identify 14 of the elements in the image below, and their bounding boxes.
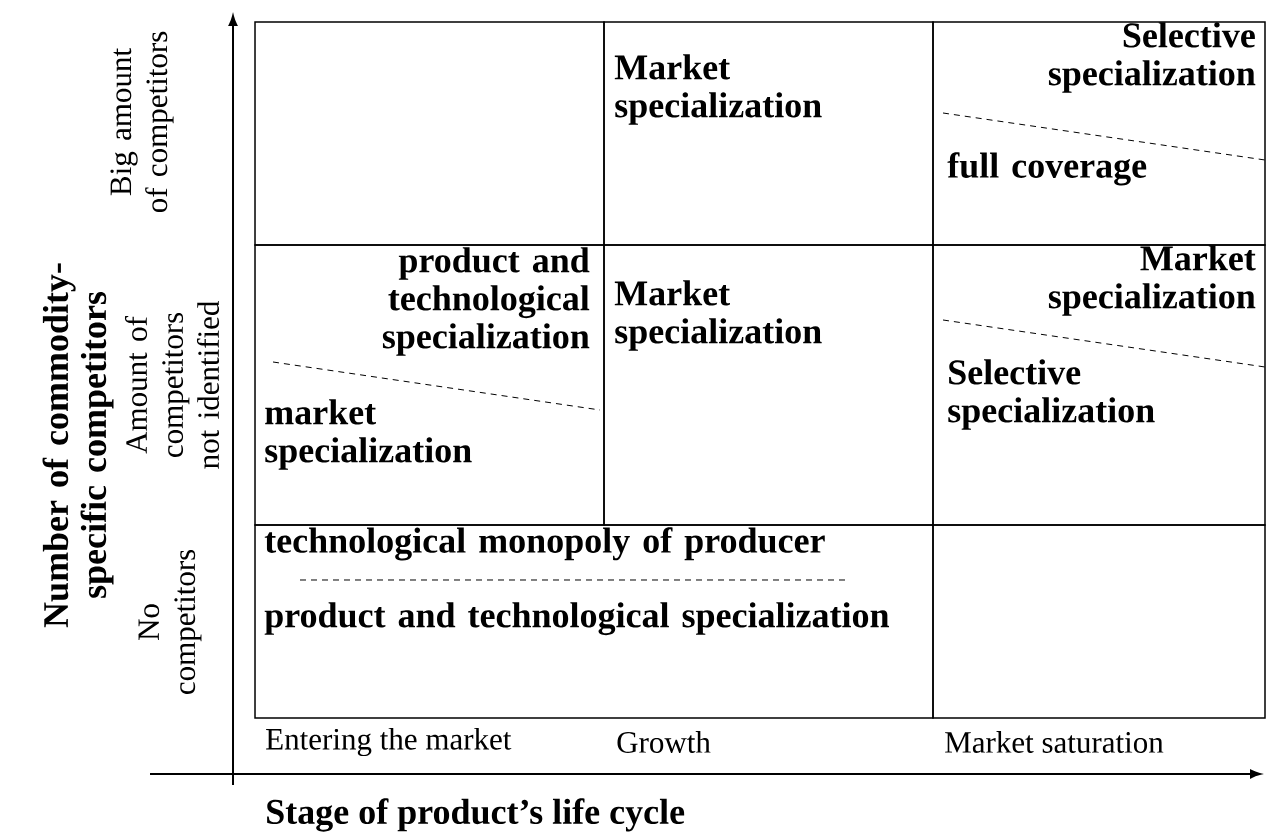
axis-category-label: Big amount of competitors	[110, 31, 174, 213]
axis-category-label: No competitors	[138, 549, 202, 694]
grid-cell: Market specialization Selective specialization	[932, 244, 1266, 526]
axis-category-label: Amount of competitors not identified	[124, 301, 220, 469]
grid-cell: Selective specialization full coverage	[932, 21, 1266, 246]
empty-cell	[932, 524, 1266, 719]
grid-cell: Market specialization	[603, 244, 934, 526]
axis-title: Number of commodity-specific competitors	[42, 263, 114, 628]
empty-cell	[254, 21, 605, 246]
grid-cell: product and technological specialization market specialization	[254, 244, 605, 526]
grid-cell: Market specialization	[603, 21, 934, 246]
grid-cell: technological monopoly of producer product and technological specialization	[254, 524, 934, 719]
axis-category-label: Market saturation	[945, 731, 1164, 753]
axis-title: Stage of product’s life cycle	[267, 798, 685, 832]
